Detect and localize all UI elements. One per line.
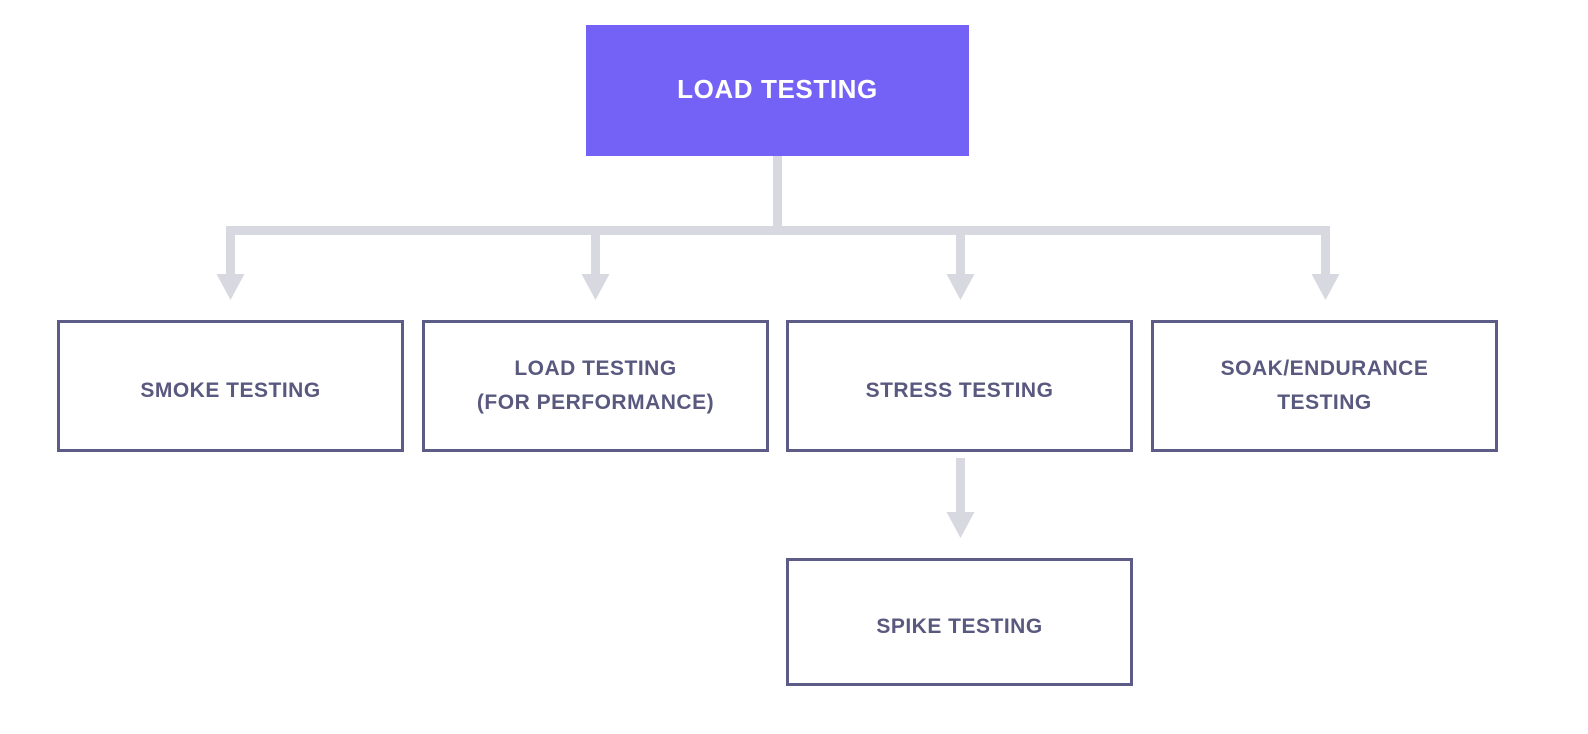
node-label: LOAD TESTING bbox=[677, 74, 878, 105]
node-label: SOAK/ENDURANCE TESTING bbox=[1221, 352, 1429, 420]
arrowhead-4 bbox=[1311, 274, 1340, 300]
connector-drop-4 bbox=[1321, 226, 1330, 276]
node-label-line: LOAD TESTING bbox=[514, 356, 677, 380]
connector-bus bbox=[228, 226, 1330, 235]
node-load-testing-root[interactable]: LOAD TESTING bbox=[586, 25, 969, 156]
arrowhead-5 bbox=[946, 512, 975, 538]
node-load-testing-performance[interactable]: LOAD TESTING (FOR PERFORMANCE) bbox=[422, 320, 769, 452]
connector-root-stem bbox=[773, 156, 782, 235]
node-label: LOAD TESTING (FOR PERFORMANCE) bbox=[477, 352, 714, 420]
node-label-line: TESTING bbox=[1277, 391, 1372, 414]
connector-drop-1 bbox=[226, 226, 235, 276]
node-smoke-testing[interactable]: SMOKE TESTING bbox=[57, 320, 404, 452]
node-label: SMOKE TESTING bbox=[140, 378, 321, 402]
arrowhead-3 bbox=[946, 274, 975, 300]
node-label-line: SOAK/ENDURANCE bbox=[1220, 356, 1429, 380]
node-label: STRESS TESTING bbox=[865, 378, 1054, 402]
node-label-line: (FOR PERFORMANCE) bbox=[476, 391, 715, 414]
node-stress-testing[interactable]: STRESS TESTING bbox=[786, 320, 1133, 452]
arrowhead-2 bbox=[581, 274, 610, 300]
connector-drop-2 bbox=[591, 226, 600, 276]
connector-stress-to-spike bbox=[956, 458, 965, 514]
node-soak-endurance-testing[interactable]: SOAK/ENDURANCE TESTING bbox=[1151, 320, 1498, 452]
node-label: SPIKE TESTING bbox=[876, 614, 1043, 638]
node-spike-testing[interactable]: SPIKE TESTING bbox=[786, 558, 1133, 686]
connector-drop-3 bbox=[956, 226, 965, 276]
arrowhead-1 bbox=[216, 274, 245, 300]
